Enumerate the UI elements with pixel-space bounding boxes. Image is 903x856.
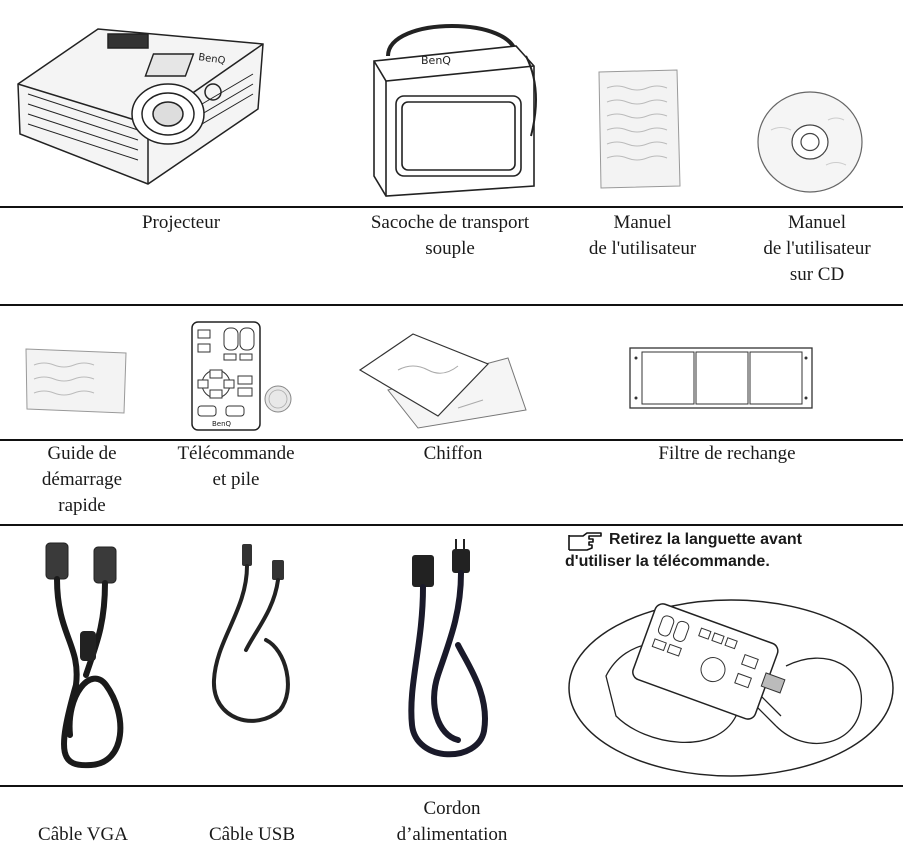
remote-control-label: Télécommande et pile <box>150 441 322 493</box>
row-divider-2 <box>0 304 903 306</box>
carry-bag-image: BenQ <box>366 6 542 200</box>
power-cord-image <box>398 535 500 767</box>
pull-tab-note-line2: d'utiliser la télécommande. <box>565 553 770 570</box>
row-divider-3 <box>0 439 903 441</box>
user-manual-label-line2: de l'utilisateur <box>588 238 697 259</box>
carry-bag-label-line2: souple <box>425 238 475 259</box>
power-cord-label: Cordon d’alimentation <box>370 796 534 848</box>
bag-brand-text: BenQ <box>421 54 451 67</box>
carry-bag-label: Sacoche de transport souple <box>340 210 560 262</box>
quick-start-guide-label-line1: Guide de <box>47 443 117 464</box>
usb-cable-label: Câble USB <box>208 824 296 845</box>
quick-start-guide-label: Guide de démarrage rapide <box>20 441 144 519</box>
battery-image <box>263 384 293 414</box>
projector-brand-text: BenQ <box>198 52 227 67</box>
cd-manual-label: Manuel de l'utilisateur sur CD <box>737 210 897 288</box>
projector-image: BenQ <box>8 14 270 198</box>
remote-control-image: BenQ <box>190 320 262 432</box>
remote-control-label-line1: Télécommande <box>177 443 295 464</box>
cd-manual-label-line3: sur CD <box>789 264 845 285</box>
projector-label: Projecteur <box>141 212 221 233</box>
cleaning-cloth-label: Chiffon <box>423 443 483 464</box>
row-divider-4 <box>0 524 903 526</box>
user-manual-label-line1: Manuel <box>613 212 672 233</box>
user-manual-image <box>597 68 682 190</box>
quick-start-guide-image <box>24 347 128 415</box>
usb-cable-image <box>196 540 306 735</box>
cd-image <box>756 90 864 194</box>
spare-filter-image <box>628 346 814 410</box>
remote-control-label-line2: et pile <box>212 469 260 490</box>
power-cord-label-line2: d’alimentation <box>396 824 508 845</box>
carry-bag-label-line1: Sacoche de transport <box>370 212 530 233</box>
pointing-hand-icon <box>565 531 603 553</box>
user-manual-label: Manuel de l'utilisateur <box>560 210 725 262</box>
cd-manual-label-line1: Manuel <box>787 212 847 233</box>
remote-brand-text: BenQ <box>212 420 232 428</box>
power-cord-label-line1: Cordon <box>423 798 481 819</box>
row-divider-1 <box>0 206 903 208</box>
pull-tab-note-line1: Retirez la languette avant <box>609 531 802 548</box>
cleaning-cloth-image <box>358 330 530 430</box>
vga-cable-label: Câble VGA <box>38 824 128 845</box>
spare-filter-label: Filtre de rechange <box>658 443 796 464</box>
quick-start-guide-label-line3: rapide <box>58 495 106 516</box>
cd-manual-label-line2: de l'utilisateur <box>763 238 871 259</box>
pull-tab-note: Retirez la languette avant d'utiliser la… <box>565 529 900 573</box>
remove-tab-illustration <box>566 596 896 780</box>
quick-start-guide-label-line2: démarrage <box>41 469 123 490</box>
vga-cable-image <box>36 535 142 775</box>
row-divider-5 <box>0 785 903 787</box>
